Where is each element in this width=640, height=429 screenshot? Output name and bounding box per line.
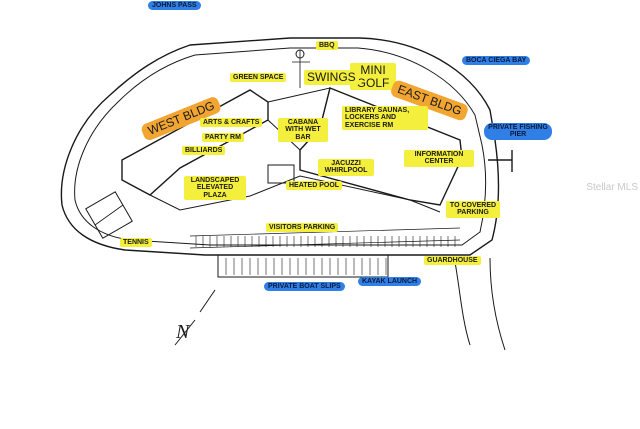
- plaza-edge: [149, 175, 441, 213]
- library-label: LIBRARY SAUNAS, LOCKERS AND EXERCISE RM: [342, 106, 428, 131]
- boca-ciega-bay-label: BOCA CIEGA BAY: [462, 56, 531, 66]
- property-boundary: [60, 37, 500, 256]
- north-arrow-label: N: [175, 321, 191, 343]
- fishing-pier: [488, 150, 513, 172]
- tennis-label: TENNIS: [120, 238, 152, 248]
- jacuzzi-label: JACUZZI WHIRLPOOL: [318, 159, 374, 176]
- tennis-court: [85, 191, 133, 239]
- arts-crafts-label: ARTS & CRAFTS: [200, 118, 263, 128]
- cabana-label: CABANA WITH WET BAR: [278, 118, 328, 143]
- heated-pool-label: HEATED POOL: [286, 181, 343, 191]
- bbq-marker: [295, 49, 305, 59]
- visitors-parking-label: VISITORS PARKING: [266, 223, 339, 233]
- swings-label: SWINGS: [304, 70, 359, 85]
- landscaped-plaza-label: LANDSCAPED ELEVATED PLAZA: [184, 176, 246, 201]
- green-space-label: GREEN SPACE: [230, 73, 287, 83]
- boat-slips-label: PRIVATE BOAT SLIPS: [264, 282, 345, 292]
- parking-stall-lines: [195, 236, 456, 247]
- boat-slip-lines: [225, 258, 387, 275]
- north-arrow: [174, 289, 216, 346]
- kayak-launch-label: KAYAK LAUNCH: [358, 277, 422, 287]
- fishing-pier-label: PRIVATE FISHING PIER: [484, 123, 552, 140]
- bbq-label: BBQ: [316, 41, 338, 51]
- covered-parking-label: TO COVERED PARKING: [446, 201, 500, 218]
- guardhouse-label: GUARDHOUSE: [424, 256, 481, 266]
- walkway: [292, 50, 310, 88]
- johns-pass-label: JOHNS PASS: [148, 1, 201, 11]
- entrance-road: [454, 257, 506, 351]
- tennis-net: [94, 204, 124, 226]
- watermark: Stellar MLS: [586, 182, 638, 193]
- west-building-outline: [121, 89, 269, 196]
- mini-golf-label: MINI GOLF: [350, 63, 396, 91]
- boat-slips-dock: [217, 254, 389, 278]
- party-room-label: PARTY RM: [202, 133, 244, 143]
- pool-outline: [267, 164, 295, 184]
- billiards-label: BILLIARDS: [182, 146, 226, 156]
- information-center-label: INFORMATION CENTER: [404, 150, 474, 167]
